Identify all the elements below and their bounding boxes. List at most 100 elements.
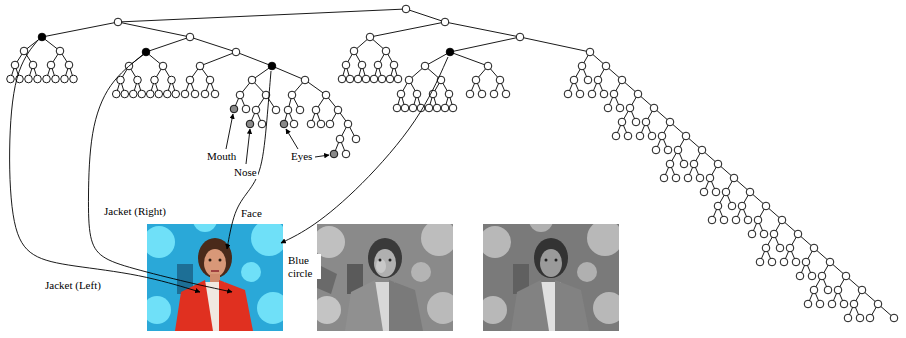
tree-node xyxy=(338,75,346,83)
tree-node xyxy=(850,300,858,308)
tree-node xyxy=(636,132,644,140)
tree-edge xyxy=(520,37,590,52)
tree-node xyxy=(181,90,189,98)
tree-node xyxy=(802,258,810,266)
tree-node xyxy=(576,90,584,98)
tree-node xyxy=(52,75,60,83)
photo-shape xyxy=(313,220,459,331)
photo-shape xyxy=(427,292,453,324)
tree-node xyxy=(700,188,708,196)
tree-node xyxy=(7,75,15,83)
photo-shape xyxy=(143,208,289,331)
tree-node xyxy=(866,314,874,322)
tree-node xyxy=(284,106,292,114)
tree-node xyxy=(708,216,716,224)
tree-node xyxy=(828,300,836,308)
tree-node xyxy=(604,104,612,112)
photo-shape xyxy=(251,224,283,256)
tree-node xyxy=(394,75,402,83)
tree-node xyxy=(441,104,449,112)
tree-node xyxy=(472,76,480,84)
photo-shape xyxy=(147,296,171,324)
tree-edge xyxy=(450,37,520,52)
tree-node xyxy=(374,61,382,69)
tree-node xyxy=(134,76,142,84)
tree-node xyxy=(624,132,632,140)
tree-edge xyxy=(236,52,272,66)
tree-node xyxy=(502,90,510,98)
tree-node xyxy=(370,75,378,83)
tree-edge xyxy=(118,9,406,22)
tree-node xyxy=(334,106,342,114)
photo-shape xyxy=(219,259,222,262)
tree-node xyxy=(698,146,706,154)
tree-node xyxy=(658,132,666,140)
tree-node xyxy=(490,90,498,98)
tree-node xyxy=(634,90,642,98)
photo-shape xyxy=(483,296,507,324)
tree-edge xyxy=(370,22,445,37)
tree-node xyxy=(272,106,280,114)
tree-node xyxy=(61,75,69,83)
tree-node xyxy=(626,104,634,112)
tree-node xyxy=(296,106,304,114)
tree-node xyxy=(816,300,824,308)
photo-shape xyxy=(345,280,383,331)
tree-node xyxy=(780,258,788,266)
tree-node xyxy=(824,286,832,294)
tree-node xyxy=(792,258,800,266)
tree-node xyxy=(425,104,433,112)
tree-node xyxy=(478,90,486,98)
tree-node xyxy=(760,230,768,238)
photo-shape xyxy=(219,280,253,331)
tree-node xyxy=(714,160,722,168)
tree-node xyxy=(290,120,298,128)
tree-node xyxy=(738,202,746,210)
tree-node xyxy=(826,258,834,266)
tree-node xyxy=(446,48,454,56)
tree-node xyxy=(730,174,738,182)
tree-node xyxy=(65,61,73,69)
tree-node xyxy=(405,76,413,84)
tree-node xyxy=(386,75,394,83)
tree-node xyxy=(690,160,698,168)
part-label: Mouth xyxy=(206,150,237,163)
photo-shape xyxy=(389,280,423,331)
tree-node xyxy=(610,90,618,98)
tree-node xyxy=(674,146,682,154)
tree-node xyxy=(352,135,360,143)
tree-edge xyxy=(445,22,520,37)
tree-node xyxy=(172,90,180,98)
tree-node xyxy=(672,174,680,182)
tree-node xyxy=(112,90,120,98)
tree-node xyxy=(570,76,578,84)
tree-node xyxy=(706,174,714,182)
tree-node xyxy=(378,75,386,83)
photo-shape xyxy=(483,226,511,258)
tree-node xyxy=(770,230,778,238)
tree-node xyxy=(648,132,656,140)
photo-shape xyxy=(204,249,226,277)
photo-shape xyxy=(555,280,589,331)
tree-edge xyxy=(146,37,190,52)
tree-node xyxy=(421,62,429,70)
leader-line xyxy=(226,114,233,149)
tree-node xyxy=(342,150,350,158)
tree-node xyxy=(186,76,194,84)
tree-node xyxy=(618,118,626,126)
tree-node xyxy=(29,61,37,69)
tree-node xyxy=(433,104,441,112)
tree-edge xyxy=(272,66,305,80)
photo-shape xyxy=(374,249,396,277)
tree-node xyxy=(600,90,608,98)
tree-node xyxy=(818,272,826,280)
photo-shape xyxy=(587,224,619,256)
tree-node xyxy=(382,47,390,55)
tree-node xyxy=(858,286,866,294)
tree-node xyxy=(441,18,449,26)
tree-node xyxy=(588,90,596,98)
leader-line xyxy=(281,57,448,243)
photo-shape xyxy=(241,262,261,282)
tree-node xyxy=(666,160,674,168)
tree-node xyxy=(401,104,409,112)
